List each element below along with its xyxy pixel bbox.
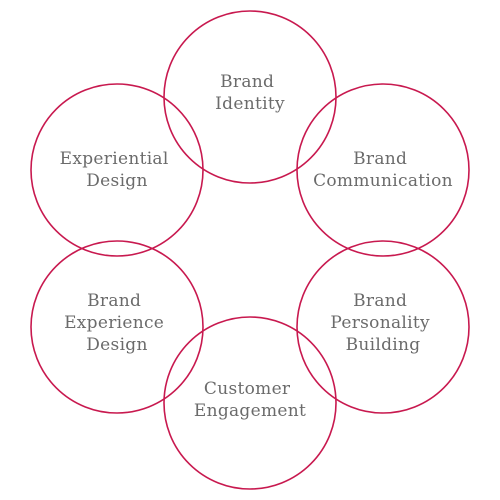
node-brand-experience-design: Brand Experience Design [30,240,204,414]
label-line: Brand [353,291,407,311]
label-line: Customer [204,379,291,399]
label-line: Brand [220,72,274,92]
label-line: Design [86,335,147,355]
label-brand-experience-design: Brand Experience Design [64,291,170,355]
node-experiential-design: Experiential Design [30,83,204,257]
circle-brand-experience-design [30,240,204,414]
label-customer-engagement: Customer Engagement [194,379,306,421]
node-customer-engagement: Customer Engagement [163,316,337,490]
circle-experiential-design [30,83,204,257]
label-line: Communication [313,171,453,191]
circle-customer-engagement [163,316,337,490]
label-line: Building [346,335,421,355]
label-line: Engagement [194,401,306,421]
label-line: Brand [353,149,407,169]
label-brand-identity: Brand Identity [215,72,285,114]
circle-brand-personality-building [296,240,470,414]
label-line: Identity [215,94,285,114]
label-line: Experiential [60,149,169,169]
node-brand-communication: Brand Communication [296,83,470,257]
label-line: Design [86,171,147,191]
label-experiential-design: Experiential Design [60,149,175,191]
label-line: Experience [64,313,164,333]
label-line: Brand [87,291,141,311]
circle-brand-identity [163,10,337,184]
label-brand-personality-building: Brand Personality Building [330,291,435,355]
label-line: Personality [330,313,430,333]
node-brand-identity: Brand Identity [163,10,337,184]
label-brand-communication: Brand Communication [313,149,453,191]
circle-brand-communication [296,83,470,257]
node-brand-personality-building: Brand Personality Building [296,240,470,414]
